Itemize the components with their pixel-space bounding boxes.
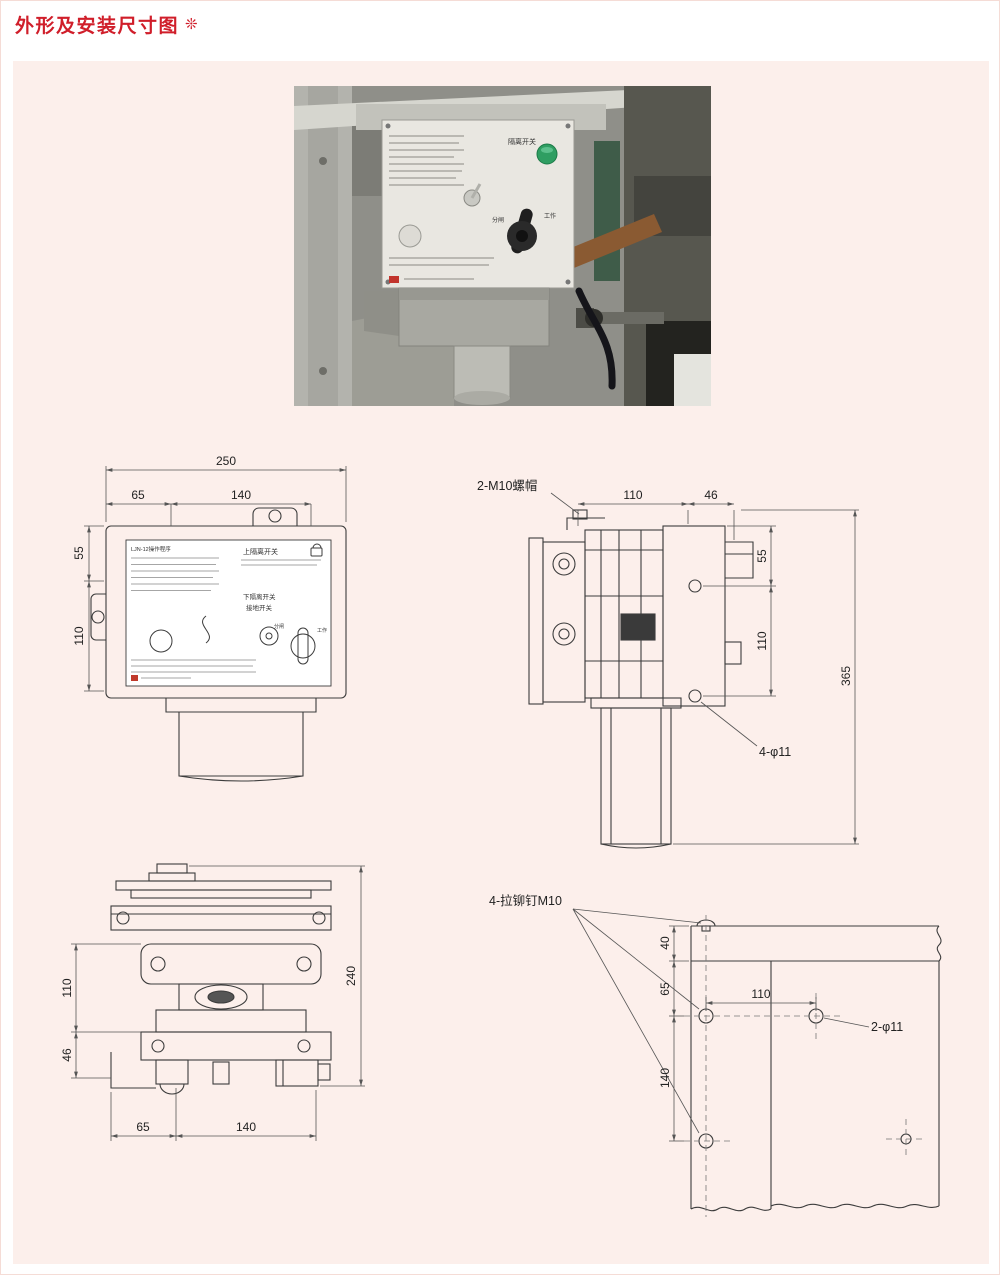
front-view-plate-lines — [131, 557, 321, 679]
dim-110-bottom-label: 110 — [61, 978, 74, 997]
product-photo: 隔离开关 分闸 工作 — [294, 86, 711, 406]
callout-rivet-m10: 4-拉铆钉M10 — [489, 893, 562, 908]
dim-140-install-label: 140 — [658, 1068, 672, 1088]
drawing-installation-view: 4-拉铆钉M10 40 65 140 110 2-φ11 — [489, 893, 942, 1217]
photo-lower-assembly — [364, 287, 664, 405]
dim-110-label: 110 — [72, 626, 86, 645]
round-dial — [398, 224, 422, 248]
dim-250-label: 250 — [216, 454, 236, 468]
dim-140-bottom-label: 140 — [236, 1120, 256, 1134]
callout-4-phi11: 4-φ11 — [759, 745, 791, 759]
callout-m10-nut: 2-M10螺帽 — [477, 478, 537, 493]
dim-40-label: 40 — [658, 936, 672, 950]
front-view-plate-text: LJN-12操作程序 上隔离开关 下隔离开关 接地开关 分闸 工作 — [131, 545, 327, 634]
cable — [575, 287, 616, 390]
product-photo-illustration: 隔离开关 分闸 工作 — [294, 86, 711, 406]
front-view-dimensions — [84, 466, 347, 692]
install-view-centerlines — [684, 915, 926, 1217]
dim-240-label: 240 — [344, 966, 358, 986]
mount-cylinder — [453, 345, 511, 399]
plate-earth-switch-label: 接地开关 — [246, 603, 273, 612]
dim-46-bottom-label: 46 — [61, 1048, 74, 1062]
dim-110-install-label: 110 — [751, 987, 770, 1001]
photo-open-label: 分闸 — [492, 216, 504, 224]
dim-65-label: 65 — [131, 488, 145, 502]
plate-logo-mark — [131, 675, 138, 681]
dim-55-side-label: 55 — [755, 549, 769, 563]
photo-device: 隔离开关 分闸 工作 — [381, 119, 575, 289]
dim-55-label: 55 — [72, 546, 86, 560]
bottom-view-dimensions — [71, 865, 365, 1141]
rotary-knob — [507, 208, 537, 254]
green-button-highlight — [541, 147, 553, 153]
photo-isolator-label: 隔离开关 — [508, 137, 536, 146]
plate-upper-switch-label: 上隔离开关 — [243, 547, 278, 556]
content-panel: 隔离开关 分闸 工作 — [13, 61, 989, 1264]
plate-title: LJN-12操作程序 — [131, 545, 171, 553]
side-view-outline — [528, 509, 754, 849]
plate-open-label: 分闸 — [274, 623, 284, 630]
drawing-side-view: 2-M10螺帽 110 46 55 110 365 4-φ11 — [477, 478, 859, 849]
dim-65-install-label: 65 — [658, 982, 672, 996]
decor-flower-icon: ❊ — [185, 16, 198, 33]
page-title: 外形及安装尺寸图 — [15, 16, 180, 37]
side-view-dimensions — [550, 492, 859, 845]
dim-140-label: 140 — [231, 488, 251, 502]
dim-365-label: 365 — [839, 666, 853, 686]
drawing-bottom-view: 240 110 46 65 140 — [61, 863, 365, 1141]
dim-110-side-label: 110 — [755, 631, 769, 650]
plate-lower-switch-label: 下隔离开关 — [243, 592, 276, 601]
dim-110-top-label: 110 — [623, 488, 642, 502]
page-header: 外形及安装尺寸图 ❊ — [15, 11, 198, 38]
drawing-front-view: LJN-12操作程序 上隔离开关 下隔离开关 接地开关 分闸 工作 — [72, 454, 347, 782]
photo-panel-text-lines — [389, 135, 494, 280]
dim-46-label: 46 — [704, 488, 718, 502]
install-view-outline — [690, 919, 942, 1212]
install-view-dimensions — [572, 908, 870, 1142]
dim-65-bottom-label: 65 — [136, 1120, 150, 1134]
plate-work-label: 工作 — [317, 627, 327, 634]
bottom-view-outline — [110, 863, 332, 1095]
callout-2-phi11: 2-φ11 — [871, 1020, 903, 1034]
front-view-controls — [149, 543, 323, 665]
toggle-lever — [463, 183, 482, 207]
sequence-arrow — [202, 615, 210, 644]
red-logo-mark — [389, 276, 399, 283]
photo-work-label: 工作 — [544, 212, 556, 220]
